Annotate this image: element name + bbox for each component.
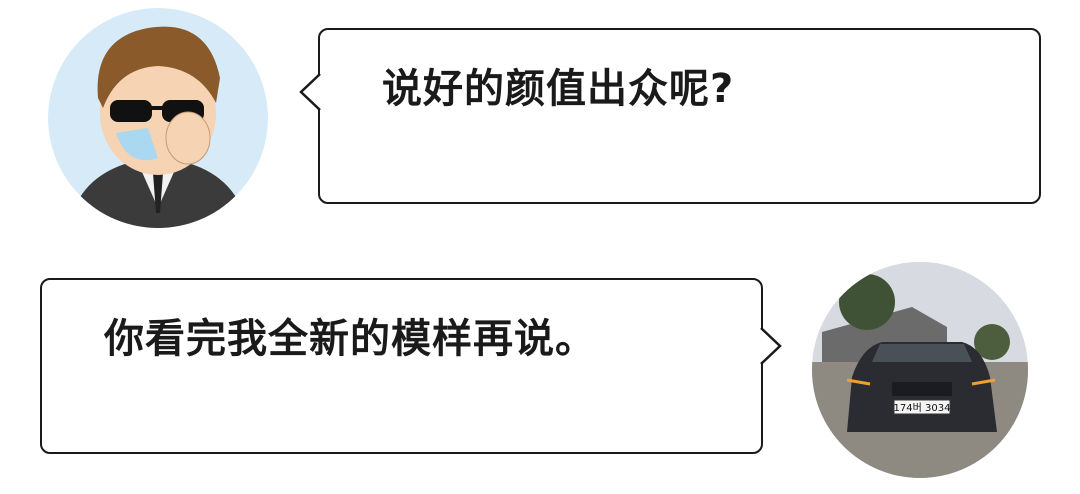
man-cartoon-icon — [48, 8, 268, 228]
bubble-1-tail — [299, 73, 321, 111]
message-1-text: 说好的颜值出众呢? — [382, 66, 735, 112]
bubble-2-tail — [760, 327, 782, 365]
man-avatar — [48, 8, 268, 228]
speech-bubble-2 — [40, 278, 763, 454]
speech-bubble-1 — [318, 28, 1041, 204]
car-photo-icon: 174버 3034 — [812, 262, 1028, 478]
car-avatar: 174버 3034 — [812, 262, 1028, 478]
license-plate: 174버 3034 — [894, 402, 951, 414]
message-2-text: 你看完我全新的模样再说。 — [104, 316, 596, 362]
